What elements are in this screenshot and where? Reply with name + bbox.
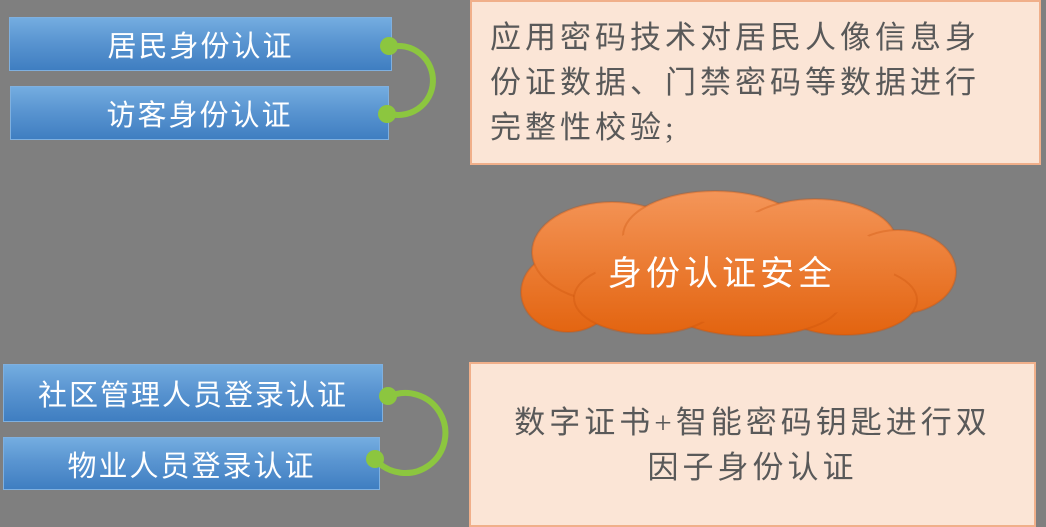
shape-label: 访客身份认证 bbox=[106, 100, 293, 132]
note-top-integrity-check: 应用密码技术对居民人像信息身份证数据、门禁密码等数据进行完整性校验; bbox=[470, 0, 1041, 165]
shape-label: 物业人员登录认证 bbox=[67, 450, 316, 483]
note-bottom-two-factor-auth: 数字证书+智能密码钥匙进行双因子身份认证 bbox=[469, 362, 1036, 527]
shape-community-manager-login-auth: 社区管理人员登录认证 bbox=[3, 364, 383, 422]
shape-property-staff-login-auth: 物业人员登录认证 bbox=[3, 437, 380, 490]
shape-visitor-identity-auth: 访客身份认证 bbox=[10, 86, 389, 140]
note-text: 应用密码技术对居民人像信息身份证数据、门禁密码等数据进行完整性校验; bbox=[490, 20, 980, 145]
shape-label: 社区管理人员登录认证 bbox=[37, 380, 348, 412]
shape-label: 居民身份认证 bbox=[107, 31, 294, 63]
shape-resident-identity-auth: 居民身份认证 bbox=[9, 17, 392, 71]
cloud-title: 身份认证安全 bbox=[608, 255, 836, 293]
note-text: 数字证书+智能密码钥匙进行双因子身份认证 bbox=[514, 404, 991, 485]
